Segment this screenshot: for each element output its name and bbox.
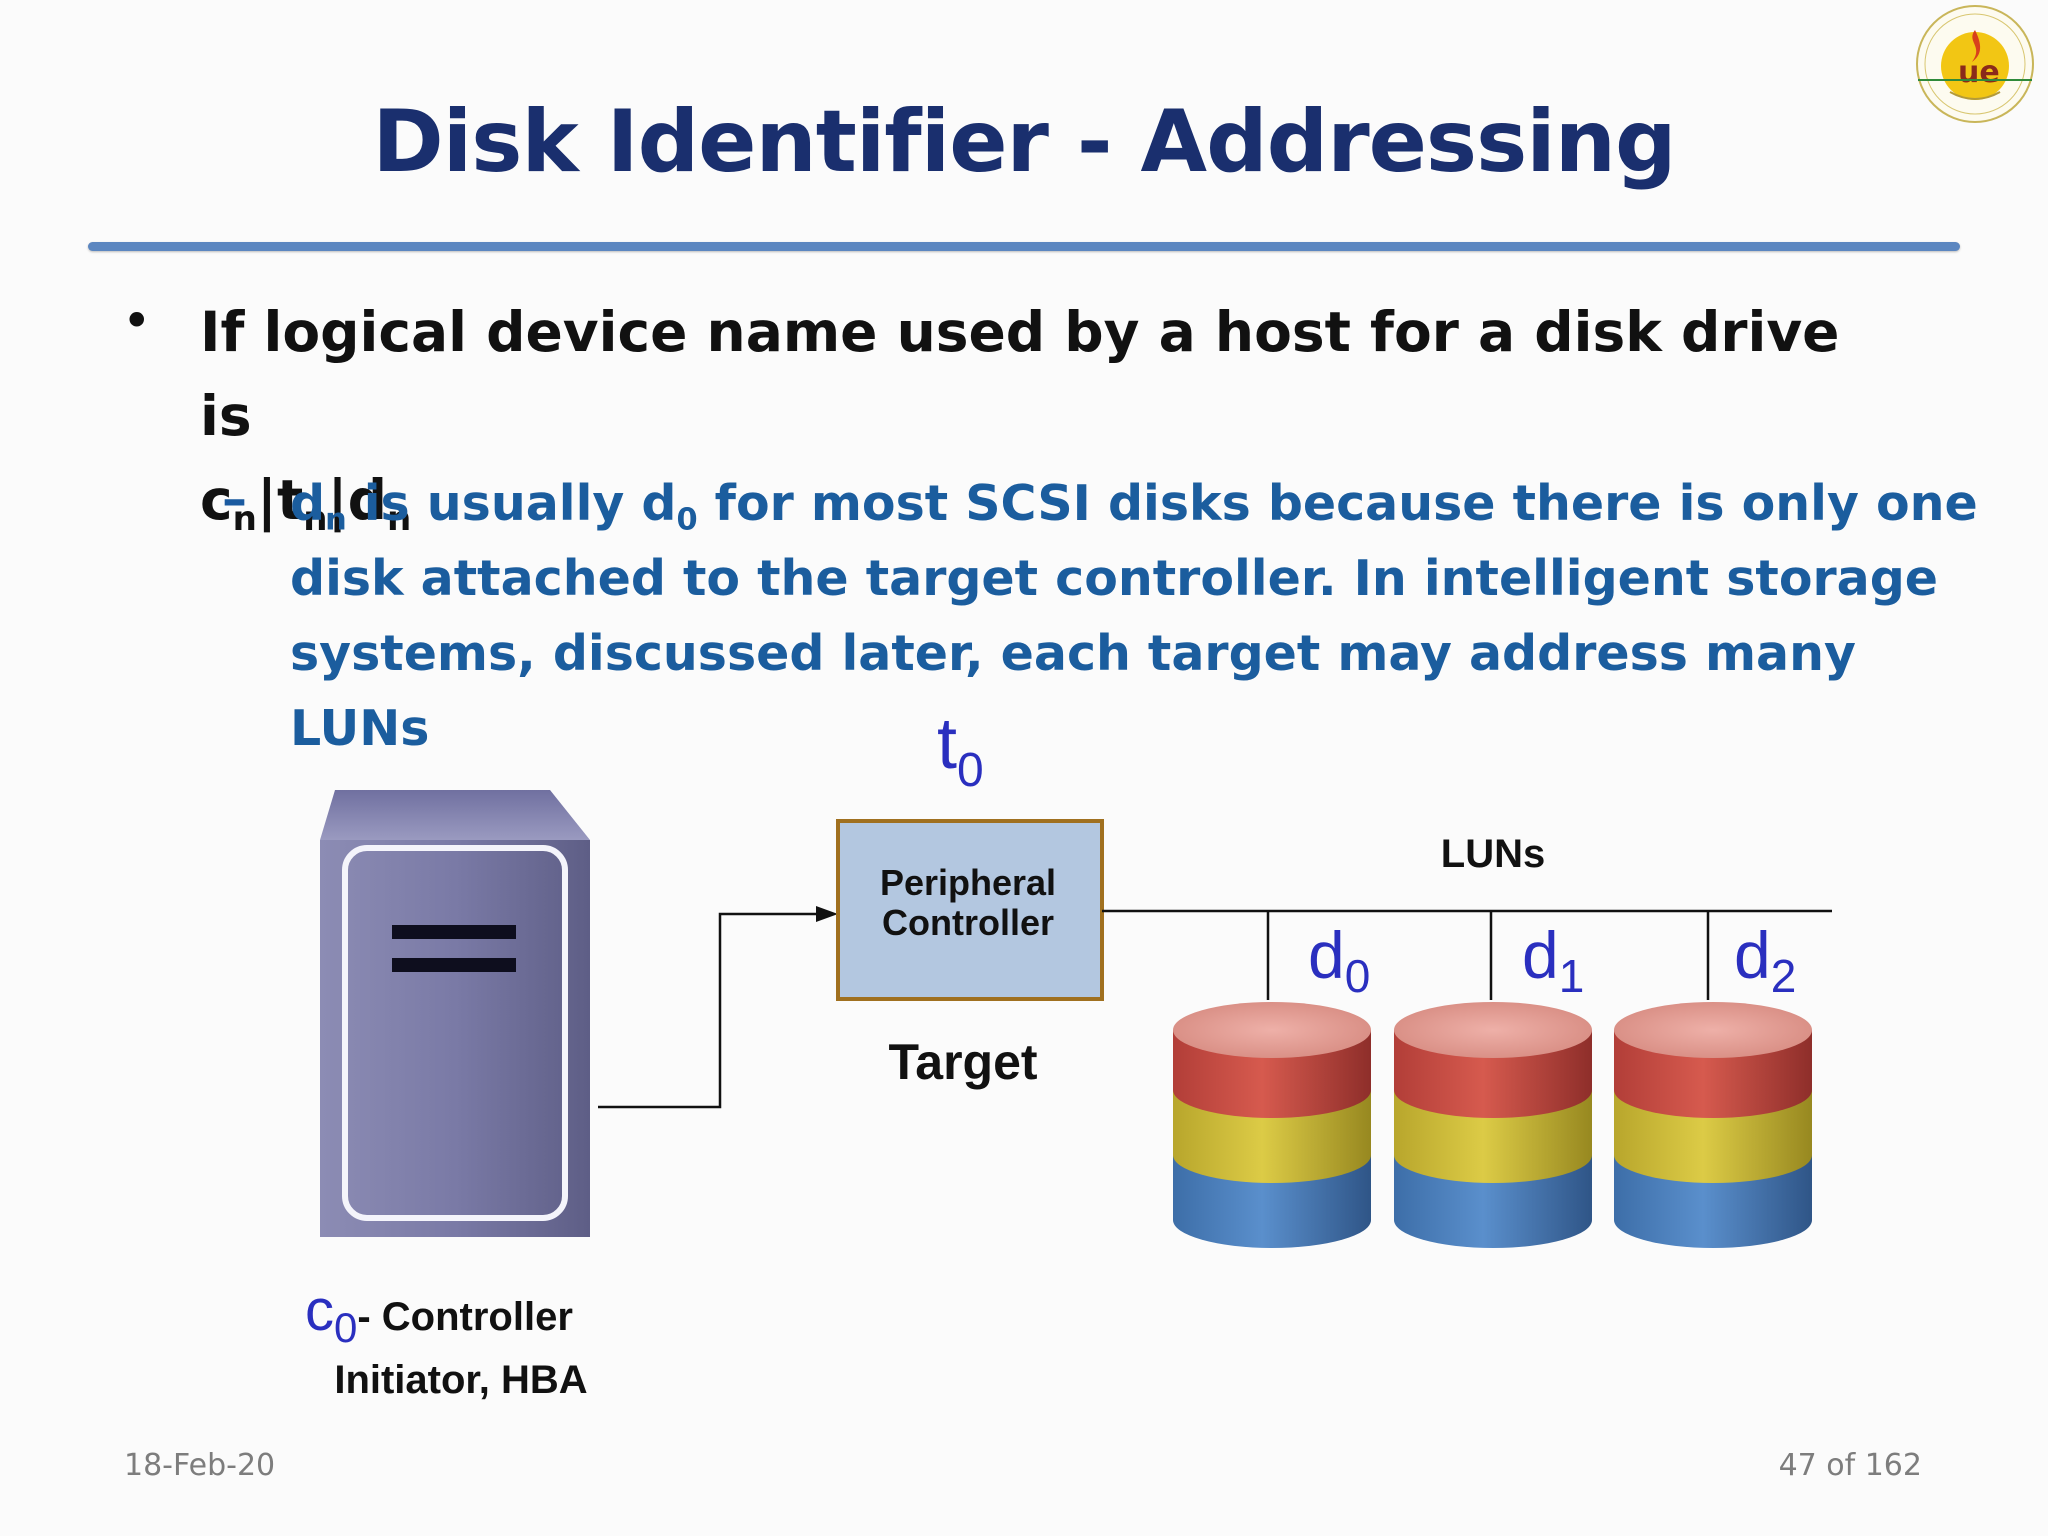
disk-icon-2 <box>1614 1002 1812 1248</box>
sub-bullet-part1: is usually <box>346 475 642 532</box>
device-name-d: d <box>347 468 387 532</box>
disk-label-1: d1 <box>1522 918 1584 1002</box>
device-name-c: c <box>200 468 233 532</box>
university-logo: ue <box>1916 5 2034 123</box>
device-name-sep1: | <box>256 468 277 532</box>
bullet-marker: • <box>122 292 152 350</box>
device-name-c-sub: n <box>232 498 257 539</box>
sub-bullet-marker: – <box>222 470 247 528</box>
target-id: t0 <box>937 704 984 797</box>
bullet-text-main: If logical device name used by a host fo… <box>200 300 1840 448</box>
connector-arrowhead <box>816 906 838 922</box>
sub-d-n: d <box>290 475 326 532</box>
svg-text:ue: ue <box>1958 55 2000 90</box>
controller-box-line2: Controller <box>882 902 1054 943</box>
bullet-text: If logical device name used by a host fo… <box>200 290 1900 542</box>
device-name-t: t <box>276 468 304 532</box>
device-name-t-sub: n <box>303 498 328 539</box>
sub-bullet-part2: for most SCSI disks because there is onl… <box>290 475 1978 757</box>
initiator-caption-line2: Initiator, HBA <box>334 1358 587 1402</box>
host-to-target-connector <box>598 912 818 1109</box>
initiator-caption-line1: c0- Controller <box>305 1278 573 1351</box>
sub-d-0-sub: 0 <box>676 502 698 538</box>
target-label: Target <box>888 1034 1037 1090</box>
footer-date: 18-Feb-20 <box>124 1448 276 1483</box>
sub-d-n-sub: n <box>325 502 347 538</box>
scsi-addressing-diagram: t0 Peripheral Controller Target LUNs d0 … <box>305 704 1832 1402</box>
sub-bullet-text: dn is usually d0 for most SCSI disks bec… <box>290 466 1990 766</box>
disk-icon-1 <box>1394 1002 1592 1248</box>
sub-d-0: d <box>641 475 677 532</box>
disk-icon-0 <box>1173 1002 1371 1248</box>
host-server-icon <box>320 790 590 1237</box>
luns-label: LUNs <box>1441 832 1545 876</box>
page-number: 47 of 162 <box>1778 1448 1922 1483</box>
device-name-d-sub: n <box>387 498 412 539</box>
title-divider <box>88 242 1960 251</box>
controller-box-line1: Peripheral <box>880 862 1056 903</box>
slide-title: Disk Identifier - Addressing <box>372 92 1676 192</box>
disk-label-0: d0 <box>1308 918 1370 1002</box>
disk-label-2: d2 <box>1734 918 1796 1002</box>
device-name-sep2: | <box>327 468 348 532</box>
